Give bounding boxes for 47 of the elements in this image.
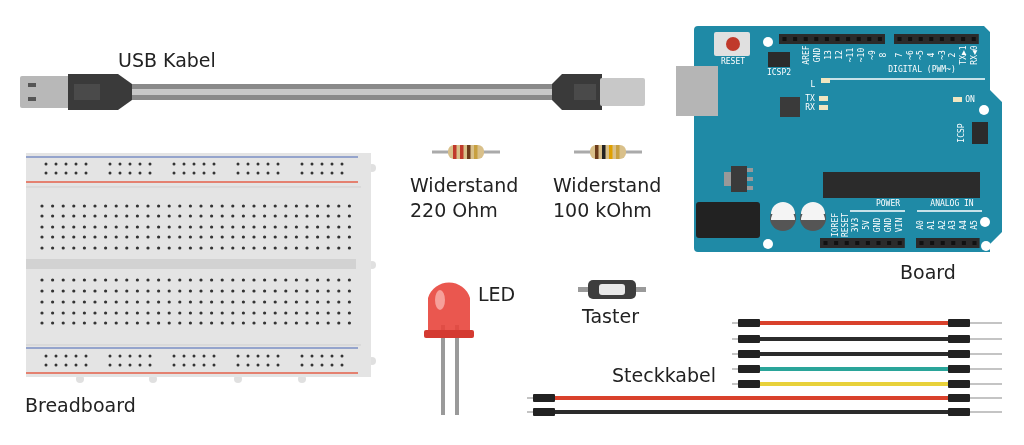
board-print-label: 13: [825, 50, 833, 60]
board-print-label: ~10: [858, 47, 866, 63]
part-label: Widerstand 100 kOhm: [553, 173, 663, 223]
part-label: LED: [478, 282, 516, 307]
board-print-label: ~3: [939, 50, 947, 60]
board-print-label: RESET: [842, 212, 850, 238]
part-label: Steckkabel: [612, 363, 716, 388]
board-print-label: ICSP: [958, 123, 966, 143]
board-print-label: VIN: [896, 217, 904, 233]
board-print-label: 7: [896, 52, 904, 58]
board-print-label: ~11: [847, 47, 855, 63]
board-print-label: GND: [814, 47, 822, 63]
board-print-label: A5: [971, 220, 979, 230]
board-print-label: POWER: [875, 200, 901, 208]
board-print-label: GND: [885, 217, 893, 233]
board-print-label: 12: [836, 50, 844, 60]
board-print-label: 5V: [863, 220, 871, 230]
board-print-label: AREF: [803, 45, 811, 65]
board-print-label: ~5: [917, 50, 925, 60]
part-label: Taster: [582, 304, 639, 329]
part-label: Widerstand 220 Ohm: [410, 173, 520, 223]
board-print-label: ~9: [869, 50, 877, 60]
board-print-label: L: [810, 81, 816, 89]
board-print-label: 2: [949, 52, 957, 58]
board-print-label: A3: [949, 220, 957, 230]
board-print-label: ICSP2: [766, 69, 792, 77]
board-print-label: A4: [960, 220, 968, 230]
board-print-label: RESET: [720, 58, 746, 66]
part-label: Breadboard: [25, 393, 136, 418]
board-print-label: ON: [965, 96, 975, 104]
board-print-label: DIGITAL (PWM~): [888, 66, 956, 74]
board-print-label: TX▶1: [960, 45, 968, 65]
board-print-label: GND: [874, 217, 882, 233]
board-print-label: ANALOG IN: [930, 200, 974, 208]
board-print-label: ~6: [907, 50, 915, 60]
board-print-label: A2: [939, 220, 947, 230]
board-print-label: A1: [928, 220, 936, 230]
board-print-label: IOREF: [832, 212, 840, 238]
board-print-label: A0: [917, 220, 925, 230]
board-print-label: RX◀0: [971, 45, 979, 65]
board-print-label: 4: [928, 52, 936, 58]
board-print-label: 3V3: [852, 217, 860, 233]
part-label: USB Kabel: [118, 48, 216, 73]
board-print-label: TX: [805, 95, 815, 103]
board-print-label: 8: [880, 52, 888, 58]
board-print-label: RX: [805, 104, 815, 112]
part-label: Board: [900, 260, 956, 285]
